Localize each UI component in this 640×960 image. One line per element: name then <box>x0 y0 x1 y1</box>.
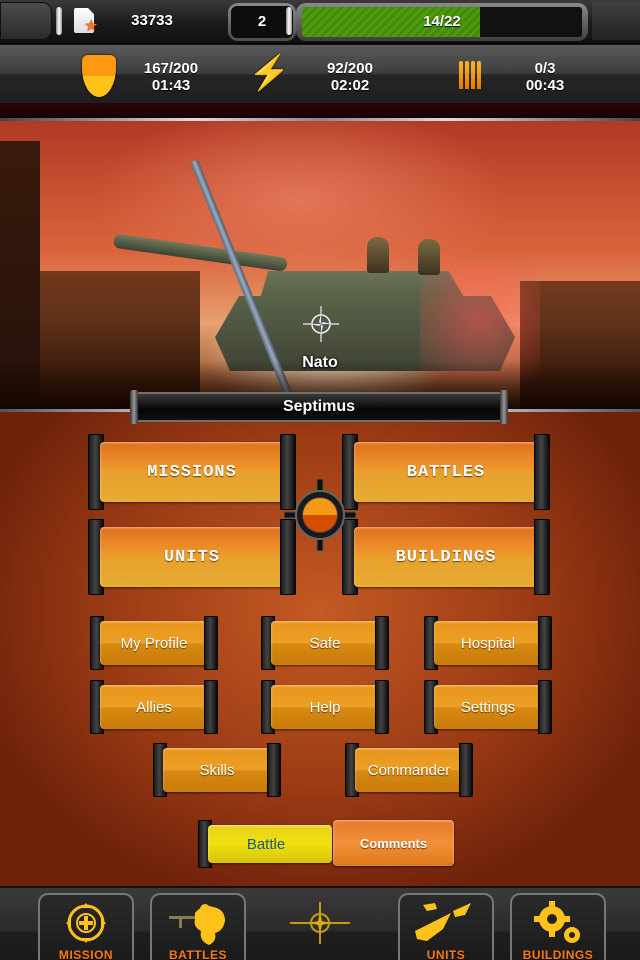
xp-fill <box>302 7 481 37</box>
battles-label: BATTLES <box>406 462 486 482</box>
allies-label: Allies <box>136 698 172 716</box>
settings-button[interactable]: Settings <box>424 680 552 734</box>
settings-label: Settings <box>460 698 516 716</box>
tank-barrel <box>112 233 288 272</box>
commander-label: Commander <box>367 761 451 779</box>
my-profile-label: My Profile <box>120 634 188 652</box>
battles-button[interactable]: BATTLES <box>342 434 550 510</box>
buildings-button[interactable]: BUILDINGS <box>342 519 550 595</box>
nato-emblem-icon <box>303 306 339 342</box>
soldier-figure <box>418 239 440 275</box>
player-name-plate: Septimus <box>130 390 508 424</box>
commander-button[interactable]: Commander <box>345 743 473 797</box>
health-timer: 01:43 <box>151 77 191 94</box>
compass-emblem-icon <box>290 902 350 944</box>
hero-banner-image: Nato <box>0 121 640 411</box>
bar-divider <box>56 7 62 35</box>
shield-icon <box>82 55 116 97</box>
xp-progress-bar: 14/22 <box>296 3 588 41</box>
lightning-bolt-icon: ⚡ <box>248 54 291 92</box>
soldier-figure <box>367 237 389 273</box>
right-slab <box>592 2 640 40</box>
crosshair-center-icon <box>284 479 356 551</box>
level-badge: 2 <box>228 3 296 41</box>
document-icon <box>74 8 94 33</box>
allies-button[interactable]: Allies <box>90 680 218 734</box>
crosshair-plus-icon <box>66 903 106 943</box>
nav-buildings-label: BUILDINGS <box>522 948 594 960</box>
skills-button[interactable]: Skills <box>153 743 281 797</box>
nav-battles[interactable]: BATTLES <box>150 893 246 960</box>
ammo-value: 0/3 <box>534 60 556 77</box>
health-stat: 167/200 01:43 <box>126 60 216 94</box>
safe-label: Safe <box>309 634 341 652</box>
level-value: 2 <box>231 6 293 38</box>
ammo-icon <box>459 61 483 89</box>
energy-stat: 92/200 02:02 <box>305 60 395 94</box>
battle-toggle-label: Battle <box>246 835 286 853</box>
safe-button[interactable]: Safe <box>261 616 389 670</box>
buildings-label: BUILDINGS <box>395 547 497 567</box>
comments-toggle-label: Comments <box>359 835 428 851</box>
units-label: UNITS <box>163 547 220 567</box>
nav-units-label: UNITS <box>426 948 466 960</box>
missions-button[interactable]: MISSIONS <box>88 434 296 510</box>
top-status-bar: ★ 33733 2 14/22 <box>0 0 640 44</box>
help-label: Help <box>309 698 341 716</box>
star-icon: ★ <box>84 18 99 35</box>
hero-top-divider <box>0 118 640 121</box>
resources-bar: 167/200 01:43 ⚡ 92/200 02:02 0/3 00:43 <box>0 45 640 103</box>
soldier-rifle-icon <box>169 904 225 945</box>
nav-mission[interactable]: MISSION <box>38 893 134 960</box>
hospital-button[interactable]: Hospital <box>424 616 552 670</box>
bottom-navigation: MISSION BATTLES UNITS <box>0 886 640 960</box>
nav-mission-label: MISSION <box>58 948 114 960</box>
faction-label: Nato <box>302 354 338 371</box>
nav-battles-label: BATTLES <box>169 948 227 960</box>
ammo-stat: 0/3 00:43 <box>500 60 590 94</box>
missions-label: MISSIONS <box>147 462 237 482</box>
xp-track: 14/22 <box>302 7 582 37</box>
nav-units[interactable]: UNITS <box>398 893 494 960</box>
energy-timer: 02:02 <box>330 77 370 94</box>
comments-toggle-button[interactable]: Comments <box>333 820 454 866</box>
help-button[interactable]: Help <box>261 680 389 734</box>
skills-label: Skills <box>199 761 235 779</box>
bar-divider <box>286 7 292 35</box>
menu-slab-button[interactable] <box>0 2 52 40</box>
coins-counter: 33733 <box>131 12 173 29</box>
gears-icon <box>534 901 580 943</box>
ammo-timer: 00:43 <box>525 77 565 94</box>
my-profile-button[interactable]: My Profile <box>90 616 218 670</box>
hospital-label: Hospital <box>460 634 516 652</box>
jets-icon <box>415 903 471 941</box>
nav-buildings[interactable]: BUILDINGS <box>510 893 606 960</box>
xp-label: 14/22 <box>423 13 461 30</box>
health-value: 167/200 <box>143 60 199 77</box>
units-button[interactable]: UNITS <box>88 519 296 595</box>
energy-value: 92/200 <box>327 60 373 77</box>
battle-toggle-button[interactable]: Battle <box>198 820 334 868</box>
